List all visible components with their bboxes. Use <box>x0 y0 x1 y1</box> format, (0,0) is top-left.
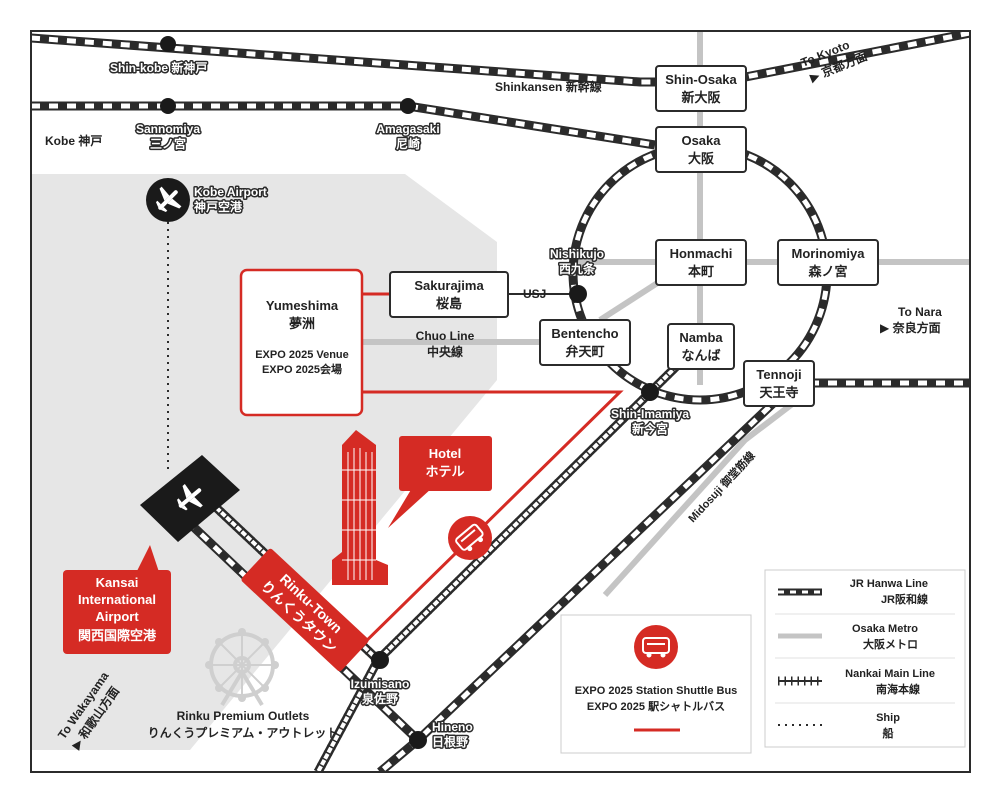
svg-text:Shin-Osaka: Shin-Osaka <box>665 72 737 87</box>
svg-text:大阪: 大阪 <box>688 151 715 166</box>
svg-text:Airport: Airport <box>95 609 139 624</box>
usj-label: USJ <box>523 287 546 301</box>
svg-text:森ノ宮: 森ノ宮 <box>808 264 847 279</box>
to-nara-jp: ▶ 奈良方面 <box>880 320 941 335</box>
rinku-outlets-en: Rinku Premium Outlets <box>177 709 310 723</box>
shuttle-info-jp: EXPO 2025 駅シャトルバス <box>587 700 725 713</box>
chuo-line-jp: 中央線 <box>427 344 463 359</box>
legend-jr-en: JR Hanwa Line <box>850 578 928 590</box>
svg-text:桜島: 桜島 <box>436 296 462 311</box>
ferris-wheel-icon <box>205 628 279 707</box>
kobe-label: Kobe 神戸 <box>45 133 102 148</box>
station-hineno-jp: 日根野 <box>432 734 468 749</box>
svg-text:本町: 本町 <box>688 264 714 279</box>
legend-metro-jp: 大阪メトロ <box>863 637 918 651</box>
station-box-osaka: Osaka 大阪 <box>655 126 747 173</box>
svg-text:なんば: なんば <box>681 348 720 363</box>
svg-text:Tennoji: Tennoji <box>756 367 801 382</box>
legend-jr-jp: JR阪和線 <box>881 592 928 606</box>
svg-text:Bentencho: Bentencho <box>551 326 618 341</box>
svg-text:Yumeshima: Yumeshima <box>266 298 339 313</box>
legend-nankai-en: Nankai Main Line <box>845 668 935 680</box>
station-dots <box>160 36 659 749</box>
svg-text:EXPO 2025 Venue: EXPO 2025 Venue <box>255 349 349 361</box>
station-box-shin-osaka: Shin-Osaka 新大阪 <box>655 65 747 112</box>
legend-ship-en: Ship <box>876 712 900 724</box>
svg-text:弁天町: 弁天町 <box>565 344 604 359</box>
kobe-airport-icon <box>146 178 190 222</box>
kansai-airport-icon <box>140 455 240 542</box>
svg-text:Osaka: Osaka <box>681 133 721 148</box>
station-hineno-en: Hineno <box>432 720 473 734</box>
legend: JR Hanwa Line JR阪和線 Osaka Metro 大阪メトロ Na… <box>764 569 966 748</box>
station-izumisano-jp: 泉佐野 <box>362 691 398 706</box>
svg-text:夢洲: 夢洲 <box>289 316 315 331</box>
station-amagasaki-en: Amagasaki <box>376 122 439 136</box>
svg-text:新大阪: 新大阪 <box>681 90 721 105</box>
shuttle-info-en: EXPO 2025 Station Shuttle Bus <box>575 685 738 697</box>
station-izumisano-en: Izumisano <box>351 677 410 691</box>
svg-text:Sakurajima: Sakurajima <box>414 278 484 293</box>
kobe-airport-jp: 神戸空港 <box>194 199 243 214</box>
shinkansen-label: Shinkansen 新幹線 <box>495 79 602 94</box>
station-nishikujo-jp: 西九条 <box>559 261 596 276</box>
svg-text:関西国際空港: 関西国際空港 <box>78 628 157 643</box>
svg-text:Morinomiya: Morinomiya <box>792 246 866 261</box>
legend-nankai-jp: 南海本線 <box>876 682 920 696</box>
station-sannomiya-en: Sannomiya <box>136 122 200 136</box>
hotel-callout: Hotel ホテル <box>388 436 492 528</box>
station-box-tennoji: Tennoji 天王寺 <box>743 360 815 407</box>
hotel-building-icon <box>332 430 388 585</box>
station-nishikujo-en: Nishikujo <box>550 247 604 261</box>
svg-text:天王寺: 天王寺 <box>759 385 798 400</box>
station-shin-imamiya-en: Shin-Imamiya <box>611 407 689 421</box>
svg-text:Namba: Namba <box>679 330 723 345</box>
station-box-bentencho: Bentencho 弁天町 <box>539 319 631 366</box>
svg-text:Hotel: Hotel <box>429 446 462 461</box>
shuttle-bus-icon <box>448 516 492 560</box>
station-sannomiya-jp: 三ノ宮 <box>150 136 186 151</box>
kobe-airport-en: Kobe Airport <box>194 185 267 199</box>
station-box-sakurajima: Sakurajima 桜島 <box>389 271 509 318</box>
yumeshima-venue-box: Yumeshima 夢洲 EXPO 2025 Venue EXPO 2025会場 <box>239 268 364 417</box>
rinku-outlets-jp: りんくうプレミアム・アウトレット <box>148 725 339 740</box>
svg-text:Honmachi: Honmachi <box>670 246 733 261</box>
svg-text:Kansai: Kansai <box>96 575 139 590</box>
legend-metro-en: Osaka Metro <box>852 623 918 635</box>
svg-text:ホテル: ホテル <box>425 464 464 479</box>
legend-ship-jp: 船 <box>883 726 894 740</box>
to-nara-en: To Nara <box>898 305 942 319</box>
chuo-line-en: Chuo Line <box>416 329 475 343</box>
svg-text:EXPO 2025会場: EXPO 2025会場 <box>262 362 342 376</box>
shuttle-info-box: EXPO 2025 Station Shuttle Bus EXPO 2025 … <box>560 614 752 754</box>
station-shin-imamiya-jp: 新今宮 <box>632 421 668 436</box>
station-box-namba: Namba なんば <box>667 323 735 370</box>
station-box-morinomiya: Morinomiya 森ノ宮 <box>777 239 879 286</box>
svg-text:International: International <box>78 592 156 607</box>
station-amagasaki-jp: 尼崎 <box>396 136 420 151</box>
kansai-airport-callout: Kansai International Airport 関西国際空港 <box>63 545 171 654</box>
station-shin-kobe-en: Shin-kobe 新神戸 <box>110 60 207 75</box>
station-box-honmachi: Honmachi 本町 <box>655 239 747 286</box>
shuttle-route <box>353 292 624 654</box>
